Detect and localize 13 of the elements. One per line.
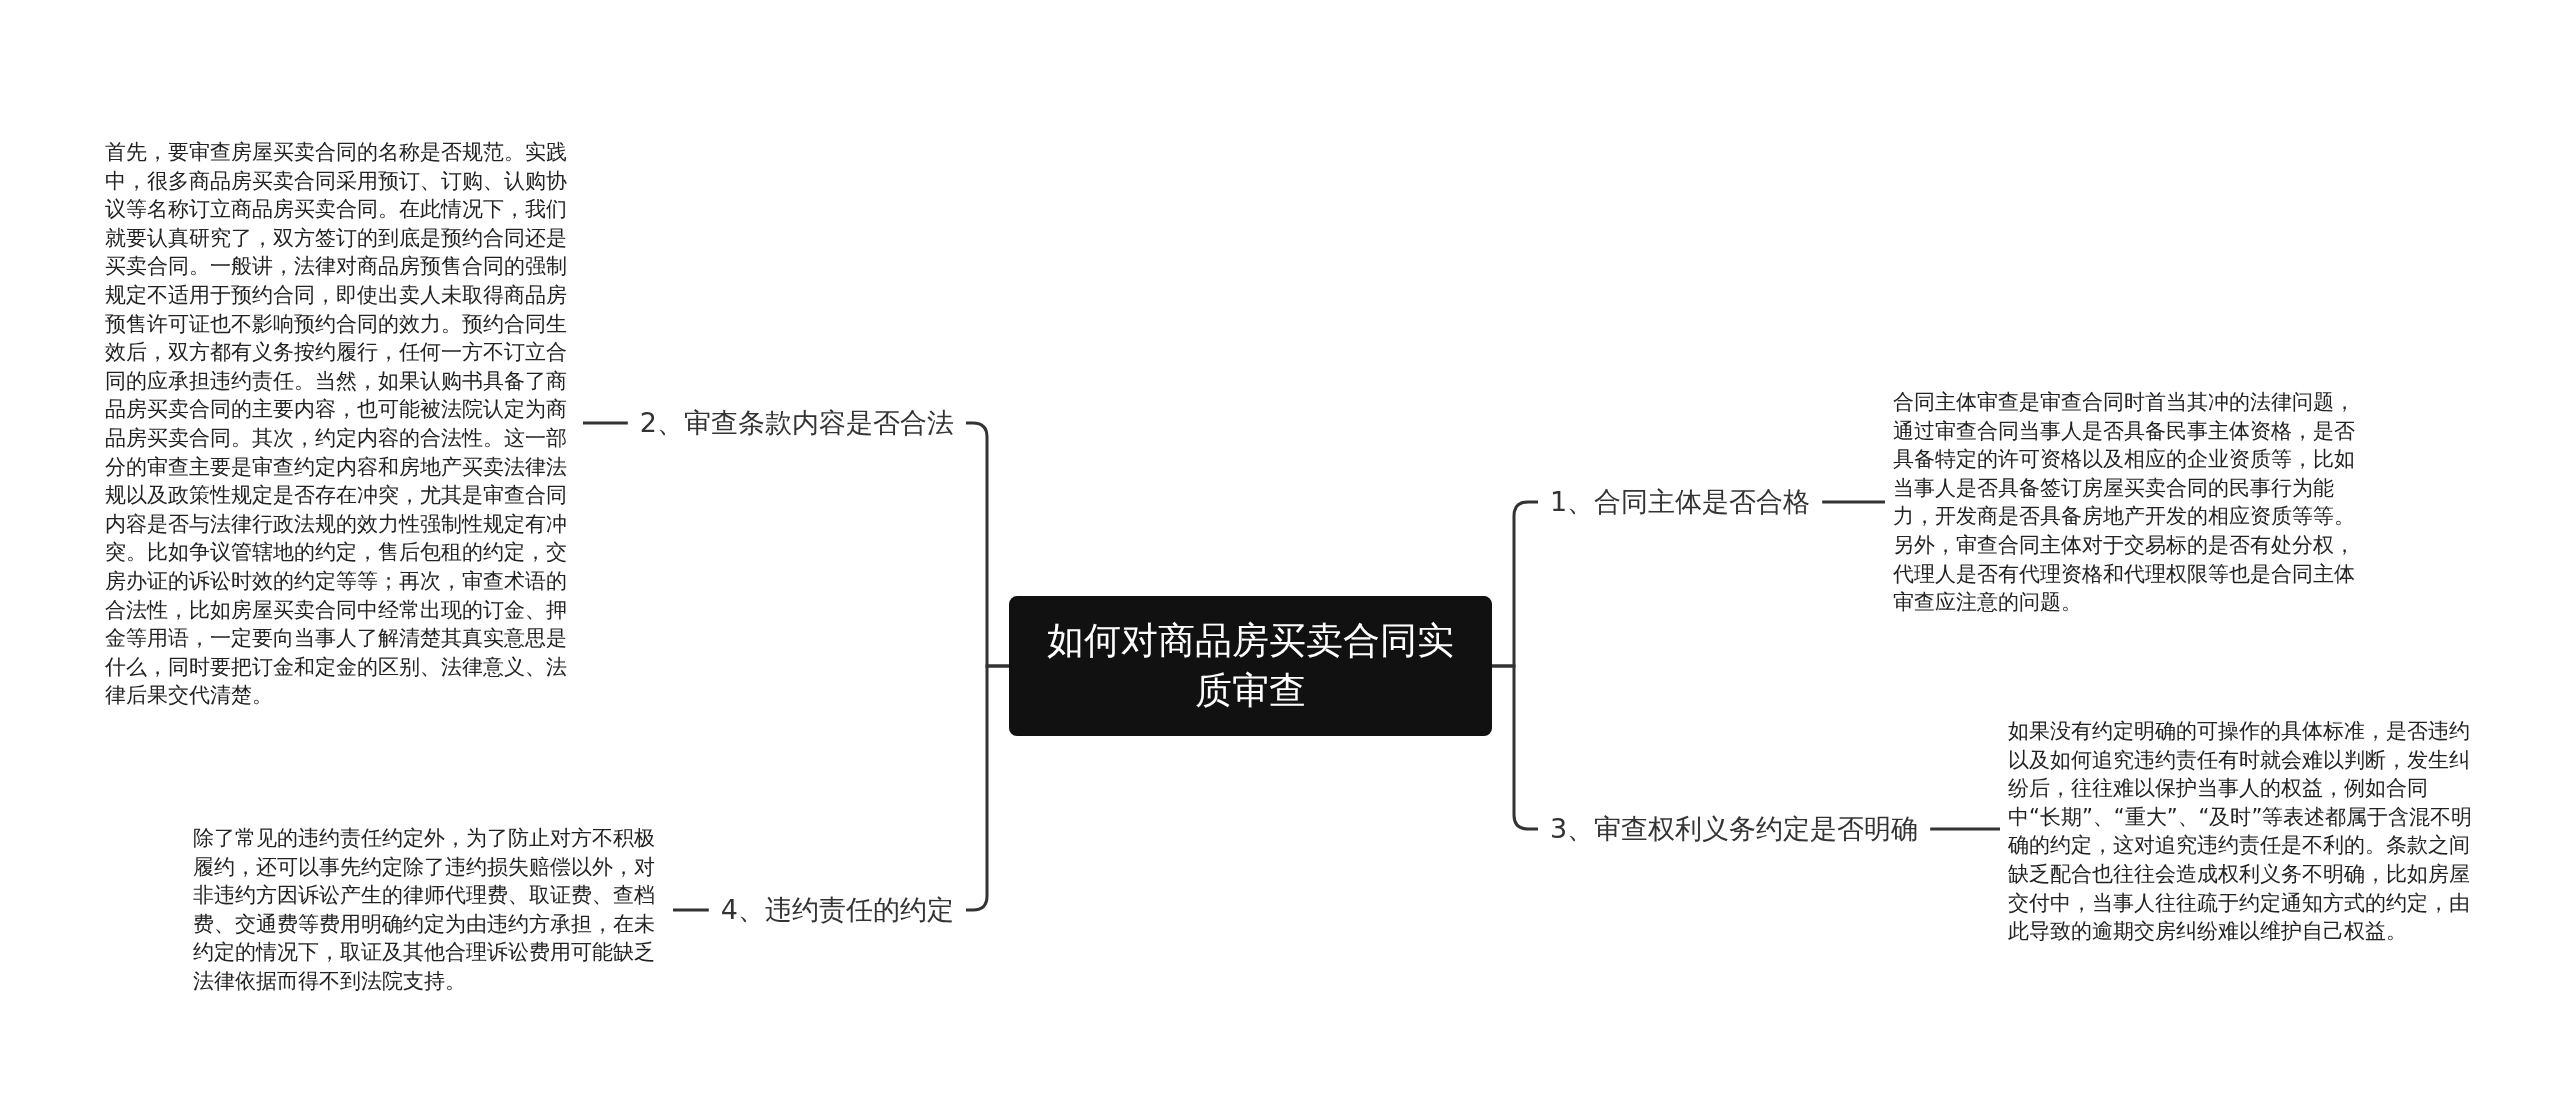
branch-topic: 3、审查权利义务约定是否明确 [1538,807,1931,851]
connector-line [1930,827,2000,831]
detail-text: 如果没有约定明确的可操作的具体标准，是否违约以及如何追究违约责任有时就会难以判断，发生纠纷后，往往难以保护当事人的权益，例如合同中“长期”、“重大”、“及时”等表述都属于含混不明确的约定，这对追究违约责任是不利的。条款之间缺乏配合也往往会造成权利义务不明确，比如房屋交付中，当事人往往疏于约定通知方式的约定，由此导致的逾期交房纠纷难以维护自己权益。 [2000,716,2486,946]
connector-line [583,421,628,425]
connector-line [673,908,709,912]
central-topic-box: 如何对商品房买卖合同实质审查 [1009,596,1492,736]
branch-topic: 1、合同主体是否合格 [1538,480,1823,524]
detail-text: 除了常见的违约责任约定外，为了防止对方不积极履约，还可以事先约定除了违约损失赔偿以外，对非违约方因诉讼产生的律师代理费、取证费、查档费、交通费等费用明确约定为由违约方承担，在未约定的情况下，取证及其他合理诉讼费用可能缺乏法律依据而得不到法院支持。 [185,824,673,996]
detail-text: 首先，要审查房屋买卖合同的名称是否规范。实践中，很多商品房买卖合同采用预订、订购、认购协议等名称订立商品房买卖合同。在此情况下，我们就要认真研究了，双方签订的到底是预约合同还是买卖合同。一般讲，法律对商品房预售合同的强制规定不适用于预约合同，即使出卖人未取得商品房预售许可证也不影响预约合同的效力。预约合同生效后，双方都有义务按约履行，任何一方不订立合同的应承担违约责任。当然，如果认购书具备了商品房买卖合同的主要内容，也可能被法院认定为商品房买卖合同。其次，约定内容的合法性。这一部分的审查主要是审查约定内容和房地产买卖法律法规以及政策性规定是否存在冲突，尤其是审查合同内容是否与法律行政法规的效力性强制性规定有冲突。比如争议管辖地的约定，售后包租的约定，交房办证的诉讼时效的约定等等；再次，审查术语的合法性，比如房屋买卖合同中经常出现的订金、押金等用语，一定要向当事人了解清楚其真实意思是什么，同时要把订金和定金的区别、法律意义、法律后果交代清楚。 [97,138,583,710]
connector-line [1822,500,1885,504]
detail-text: 合同主体审查是审查合同时首当其冲的法律问题，通过审查合同当事人是否具备民事主体资格，是否具备特定的许可资格以及相应的企业资质等，比如当事人是否具备签订房屋买卖合同的民事行为能力，开发商是否具备房地产开发的相应资质等等。另外，审查合同主体对于交易标的是否有处分权，代理人是否有代理资格和代理权限等也是合同主体审查应注意的问题。 [1885,387,2371,617]
branch-topic: 2、审查条款内容是否合法 [627,401,966,445]
branch-topic: 4、违约责任的约定 [708,888,966,932]
